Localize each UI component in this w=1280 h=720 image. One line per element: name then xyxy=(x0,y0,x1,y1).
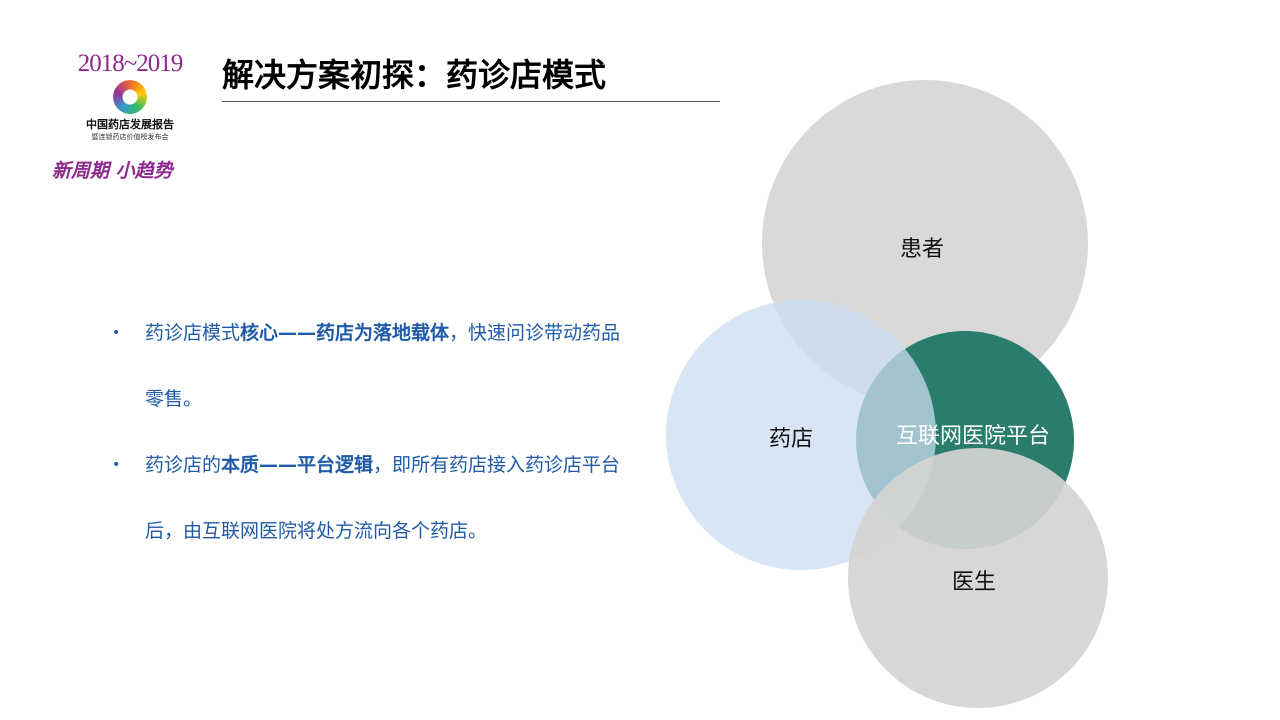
logo: 2018~2019 中国药店发展报告 暨连锁药店价值榜发布会 新周期 小趋势 xyxy=(52,50,200,183)
platform-label: 互联网医院平台 xyxy=(895,424,1051,449)
patient-label: 患者 xyxy=(899,237,945,262)
title-divider xyxy=(222,101,720,102)
bullet-text: 药诊店模式 xyxy=(145,322,241,344)
logo-subtitle: 暨连锁药店价值榜发布会 xyxy=(91,133,169,141)
bullet-text: ，快速问诊带动药品零售。 xyxy=(145,322,621,410)
page-title: 解决方案初探：药诊店模式 xyxy=(222,56,607,94)
bullet-list: • 药诊店模式核心——药店为落地载体，快速问诊带动药品零售。 • 药诊店的本质——平… xyxy=(112,300,632,564)
pharmacy-circle xyxy=(666,300,936,570)
bullet-dot-icon: • xyxy=(112,325,121,341)
bullet-bold: 核心——药店为落地载体 xyxy=(240,322,450,344)
logo-slogan: 新周期 小趋势 xyxy=(52,160,173,182)
bullet-text: 药诊店的 xyxy=(145,454,222,476)
bullet-item: • 药诊店模式核心——药店为落地载体，快速问诊带动药品零售。 xyxy=(112,300,632,432)
bullet-text: ，即所有药店接入药诊店平台后，由互联网医院将处方流向各个药店。 xyxy=(145,454,621,542)
bullet-item: • 药诊店的本质——平台逻辑，即所有药店接入药诊店平台后，由互联网医院将处方流向各… xyxy=(112,432,632,564)
logo-ring-icon xyxy=(113,80,147,114)
logo-years: 2018~2019 xyxy=(77,50,184,77)
bullet-bold: 本质——平台逻辑 xyxy=(221,454,374,476)
doctor-label: 医生 xyxy=(951,570,997,595)
logo-title: 中国药店发展报告 xyxy=(86,118,174,131)
doctor-circle xyxy=(848,448,1108,708)
pharmacy-label: 药店 xyxy=(768,427,814,452)
bullet-dot-icon: • xyxy=(112,457,121,473)
